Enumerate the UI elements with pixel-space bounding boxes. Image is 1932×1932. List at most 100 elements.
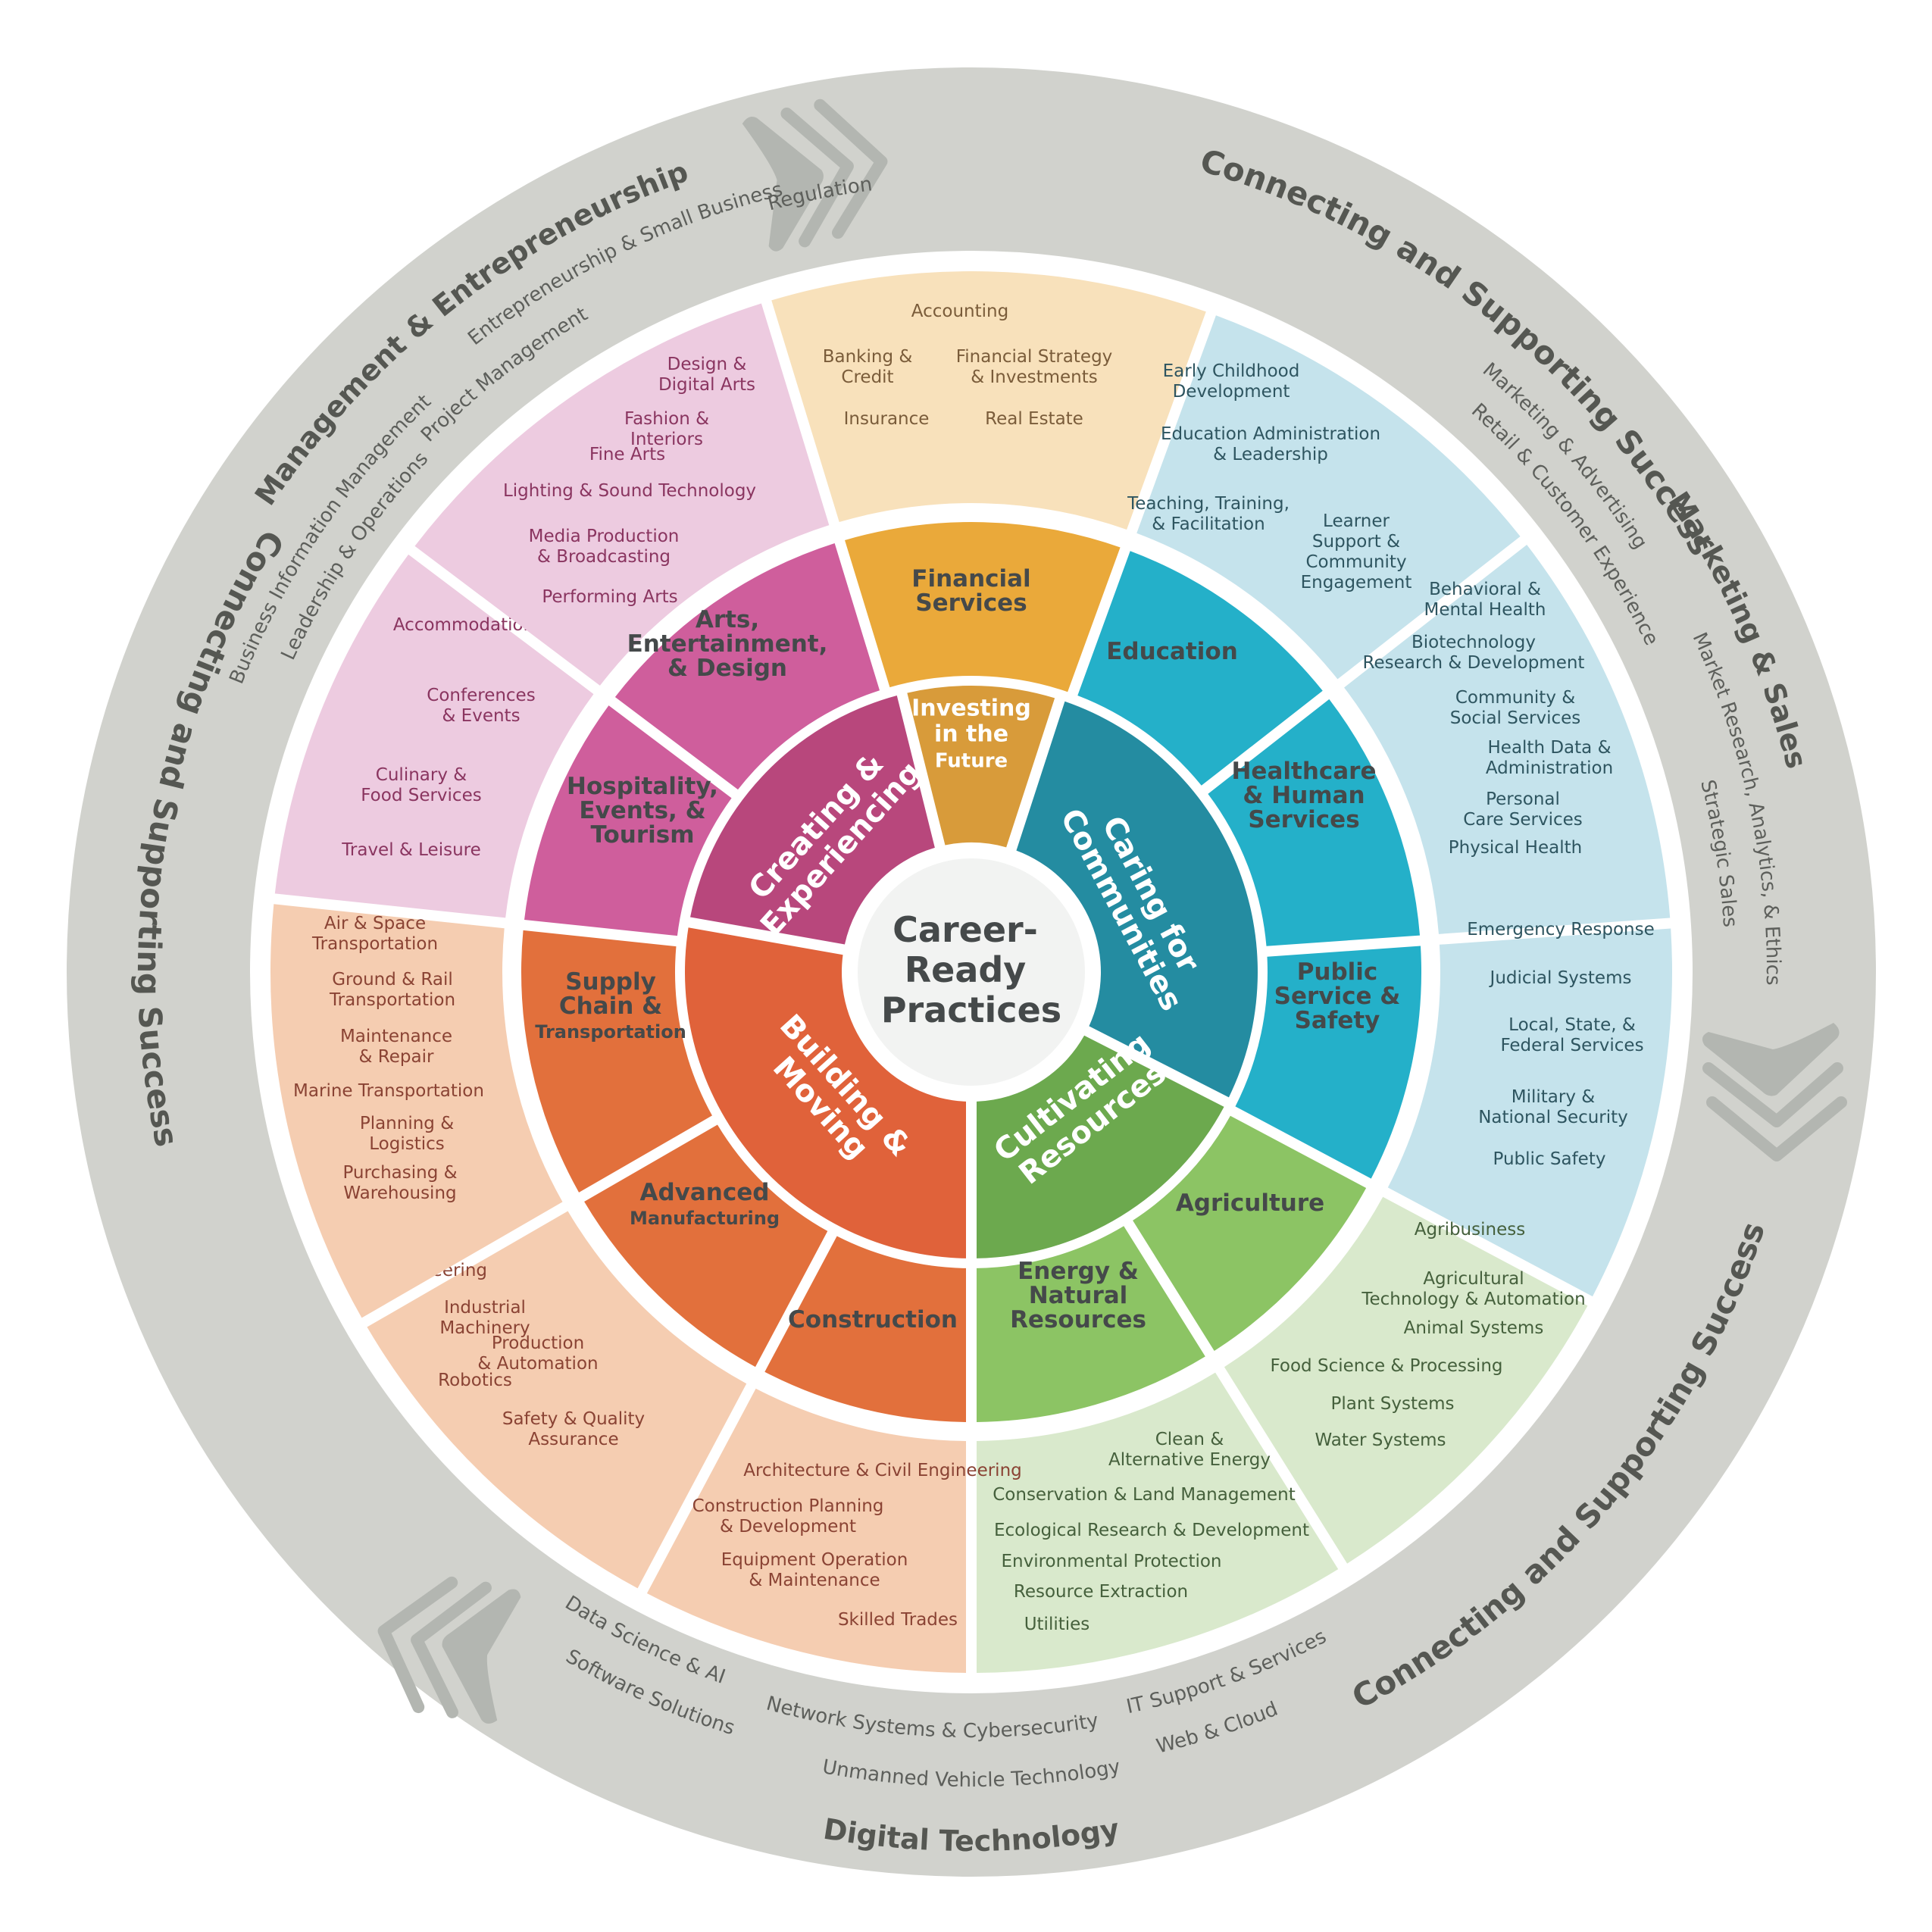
- career-label: Performing Arts: [542, 587, 677, 607]
- career-label: Skilled Trades: [838, 1610, 958, 1630]
- career-label: Water Systems: [1315, 1430, 1446, 1450]
- center-title-line: Practices: [881, 989, 1061, 1030]
- career-label: Lighting & Sound Technology: [503, 481, 756, 501]
- career-label: Architecture & Civil Engineering: [743, 1461, 1022, 1480]
- cluster-sector-education: [1077, 551, 1323, 786]
- career-label: Real Estate: [985, 409, 1083, 429]
- cluster-sector-agriculture: [1133, 1115, 1367, 1351]
- career-label: Planning &Logistics: [360, 1114, 454, 1154]
- cluster-sector-arts: [614, 543, 880, 790]
- career-sector-arts: [414, 303, 830, 686]
- career-label: Emergency Response: [1467, 920, 1655, 939]
- center-title-line: Ready: [905, 949, 1027, 990]
- chevron-icon: [742, 98, 888, 252]
- career-label: Financial Strategy& Investments: [956, 347, 1113, 387]
- career-label: Education Administration& Leadership: [1161, 424, 1380, 464]
- career-sector-energy: [976, 1372, 1339, 1673]
- pillar-sector-creating: [690, 695, 935, 945]
- career-label: Clean &Alternative Energy: [1108, 1430, 1271, 1470]
- career-label: Food Science & Processing: [1271, 1356, 1503, 1376]
- career-label: Military &National Security: [1478, 1087, 1628, 1127]
- cluster-sector-energy: [976, 1226, 1205, 1422]
- career-label: Conservation & Land Management: [993, 1485, 1296, 1505]
- cluster-sector-financial: [845, 521, 1121, 692]
- career-sector-financial: [771, 271, 1206, 530]
- career-label: Equipment Operation& Maintenance: [721, 1550, 908, 1590]
- career-label: Marine Transportation: [293, 1081, 484, 1101]
- career-label: Agribusiness: [1415, 1220, 1525, 1240]
- career-label: Production& Automation: [477, 1333, 598, 1374]
- career-sector-construction: [646, 1388, 967, 1673]
- career-label: Judicial Systems: [1489, 968, 1632, 988]
- career-label: Conferences& Events: [427, 686, 535, 726]
- career-label: Insurance: [844, 409, 930, 429]
- career-label: Banking &Credit: [823, 347, 913, 387]
- center-title: Career- Ready Practices: [881, 909, 1061, 1030]
- cluster-sector-healthcare: [1208, 699, 1421, 946]
- career-label: Fashion &Interiors: [624, 409, 709, 449]
- career-label: Media Production& Broadcasting: [529, 527, 680, 567]
- career-label: Plant Systems: [1330, 1394, 1454, 1414]
- career-label: Culinary &Food Services: [361, 765, 481, 805]
- career-label: Health Data &Administration: [1486, 738, 1613, 778]
- chevron-icon: [1702, 1023, 1847, 1161]
- career-sector-healthcare: [1344, 545, 1671, 934]
- cluster-label-arts: Arts,Entertainment,& Design: [627, 606, 828, 682]
- career-sector-agriculture: [1224, 1196, 1588, 1564]
- career-label: Construction Planning& Development: [692, 1496, 884, 1537]
- pillar-sector-caring: [1016, 701, 1258, 1098]
- career-label: Community &Social Services: [1450, 688, 1581, 728]
- career-label: Physical Health: [1449, 838, 1582, 858]
- career-label: Design &Digital Arts: [658, 355, 755, 395]
- pillar-sector-building: [684, 927, 967, 1258]
- cluster-label-construction: Construction: [788, 1306, 958, 1333]
- cluster-sector-supply: [521, 930, 712, 1193]
- career-sector-hospitality: [274, 554, 594, 918]
- cluster-label-education: Education: [1106, 638, 1238, 665]
- career-sector-public: [1387, 928, 1672, 1297]
- career-sector-manufacturing: [367, 1211, 747, 1589]
- cluster-label-agriculture: Agriculture: [1176, 1190, 1324, 1217]
- cluster-sector-hospitality: [524, 705, 732, 936]
- career-label: Behavioral &Mental Health: [1424, 580, 1546, 620]
- career-label: Resource Extraction: [1014, 1582, 1188, 1602]
- career-label: Robotics: [438, 1371, 512, 1390]
- center-circle: [858, 858, 1085, 1086]
- outer-band-ring: [67, 67, 1876, 1877]
- cluster-label-hospitality: Hospitality,Events, &Tourism: [567, 773, 718, 849]
- career-sector-education: [1136, 315, 1521, 680]
- career-label: Utilities: [1024, 1615, 1090, 1634]
- cluster-sector-construction: [764, 1236, 967, 1422]
- career-label: Travel & Leisure: [341, 840, 481, 860]
- career-label: Accounting: [911, 302, 1008, 321]
- cluster-sector-manufacturing: [584, 1124, 828, 1368]
- career-label: Local, State, &Federal Services: [1500, 1015, 1643, 1055]
- career-label: Animal Systems: [1404, 1318, 1544, 1338]
- career-label: Environmental Protection: [1001, 1552, 1221, 1571]
- pillar-sector-cultivating: [976, 1035, 1224, 1258]
- pillar-sector-investing: [907, 686, 1055, 848]
- career-label: Purchasing &Warehousing: [342, 1163, 457, 1203]
- career-label: Maintenance& Repair: [340, 1027, 452, 1067]
- chevron-decorations: [377, 98, 1847, 1724]
- career-label: Fine Arts: [589, 445, 665, 464]
